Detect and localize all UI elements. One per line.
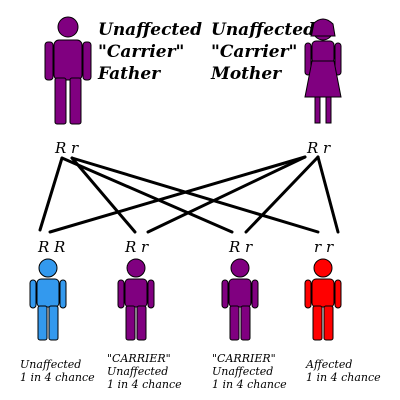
child-1-caption: Unaffected 1 in 4 chance	[20, 358, 95, 384]
caption-line: Unaffected	[20, 358, 82, 371]
mother-label-line: Mother	[211, 64, 282, 84]
father-label-line: "Carrier"	[98, 42, 185, 62]
line-father-r-to-child-3	[70, 156, 137, 234]
child-figure-icon	[304, 258, 342, 341]
mother-genotype: R r	[306, 139, 331, 157]
caption-line: 1 in 4 chance	[212, 378, 287, 391]
line-mother-r-to-child-4	[316, 155, 340, 234]
line-father-R-to-child-2	[60, 156, 234, 234]
child-4-caption: Affected 1 in 4 chance	[306, 358, 381, 384]
child-3-caption: "CARRIER" Unaffected 1 in 4 chance	[212, 352, 287, 391]
line-mother-R-to-child-2	[146, 155, 307, 234]
child-figure-icon	[117, 258, 155, 341]
caption-line: Unaffected	[212, 365, 274, 378]
child-2-caption: "CARRIER" Unaffected 1 in 4 chance	[107, 352, 182, 391]
child-3-genotype: R r	[228, 238, 253, 256]
child-4-genotype: r r	[314, 238, 334, 256]
child-1-genotype: R R	[37, 238, 65, 256]
line-father-R-to-child-1	[38, 156, 64, 232]
father-label: Unaffected "Carrier" Father	[98, 19, 202, 85]
father-genotype: R r	[54, 139, 79, 157]
female-figure-icon	[304, 18, 342, 124]
mother-label: Unaffected "Carrier" Mother	[211, 19, 315, 85]
inheritance-lines	[38, 155, 340, 234]
child-figure-icon	[221, 258, 259, 341]
father-label-line: Unaffected	[98, 20, 202, 40]
caption-line: 1 in 4 chance	[306, 371, 381, 384]
mother-label-line: Unaffected	[211, 20, 315, 40]
father-label-line: Father	[98, 64, 161, 84]
caption-line: "CARRIER"	[212, 352, 276, 365]
male-figure-icon	[44, 16, 92, 125]
caption-line: Affected	[306, 358, 353, 371]
child-figure-icon	[29, 258, 67, 341]
caption-line: 1 in 4 chance	[20, 371, 95, 384]
mother-label-line: "Carrier"	[211, 42, 298, 62]
line-mother-R-to-child-1	[48, 155, 307, 234]
line-mother-r-to-child-3	[244, 155, 320, 234]
caption-line: 1 in 4 chance	[107, 378, 182, 391]
caption-line: Unaffected	[107, 365, 169, 378]
caption-line: "CARRIER"	[107, 352, 171, 365]
line-father-r-to-child-4	[70, 156, 320, 234]
child-2-genotype: R r	[124, 238, 149, 256]
